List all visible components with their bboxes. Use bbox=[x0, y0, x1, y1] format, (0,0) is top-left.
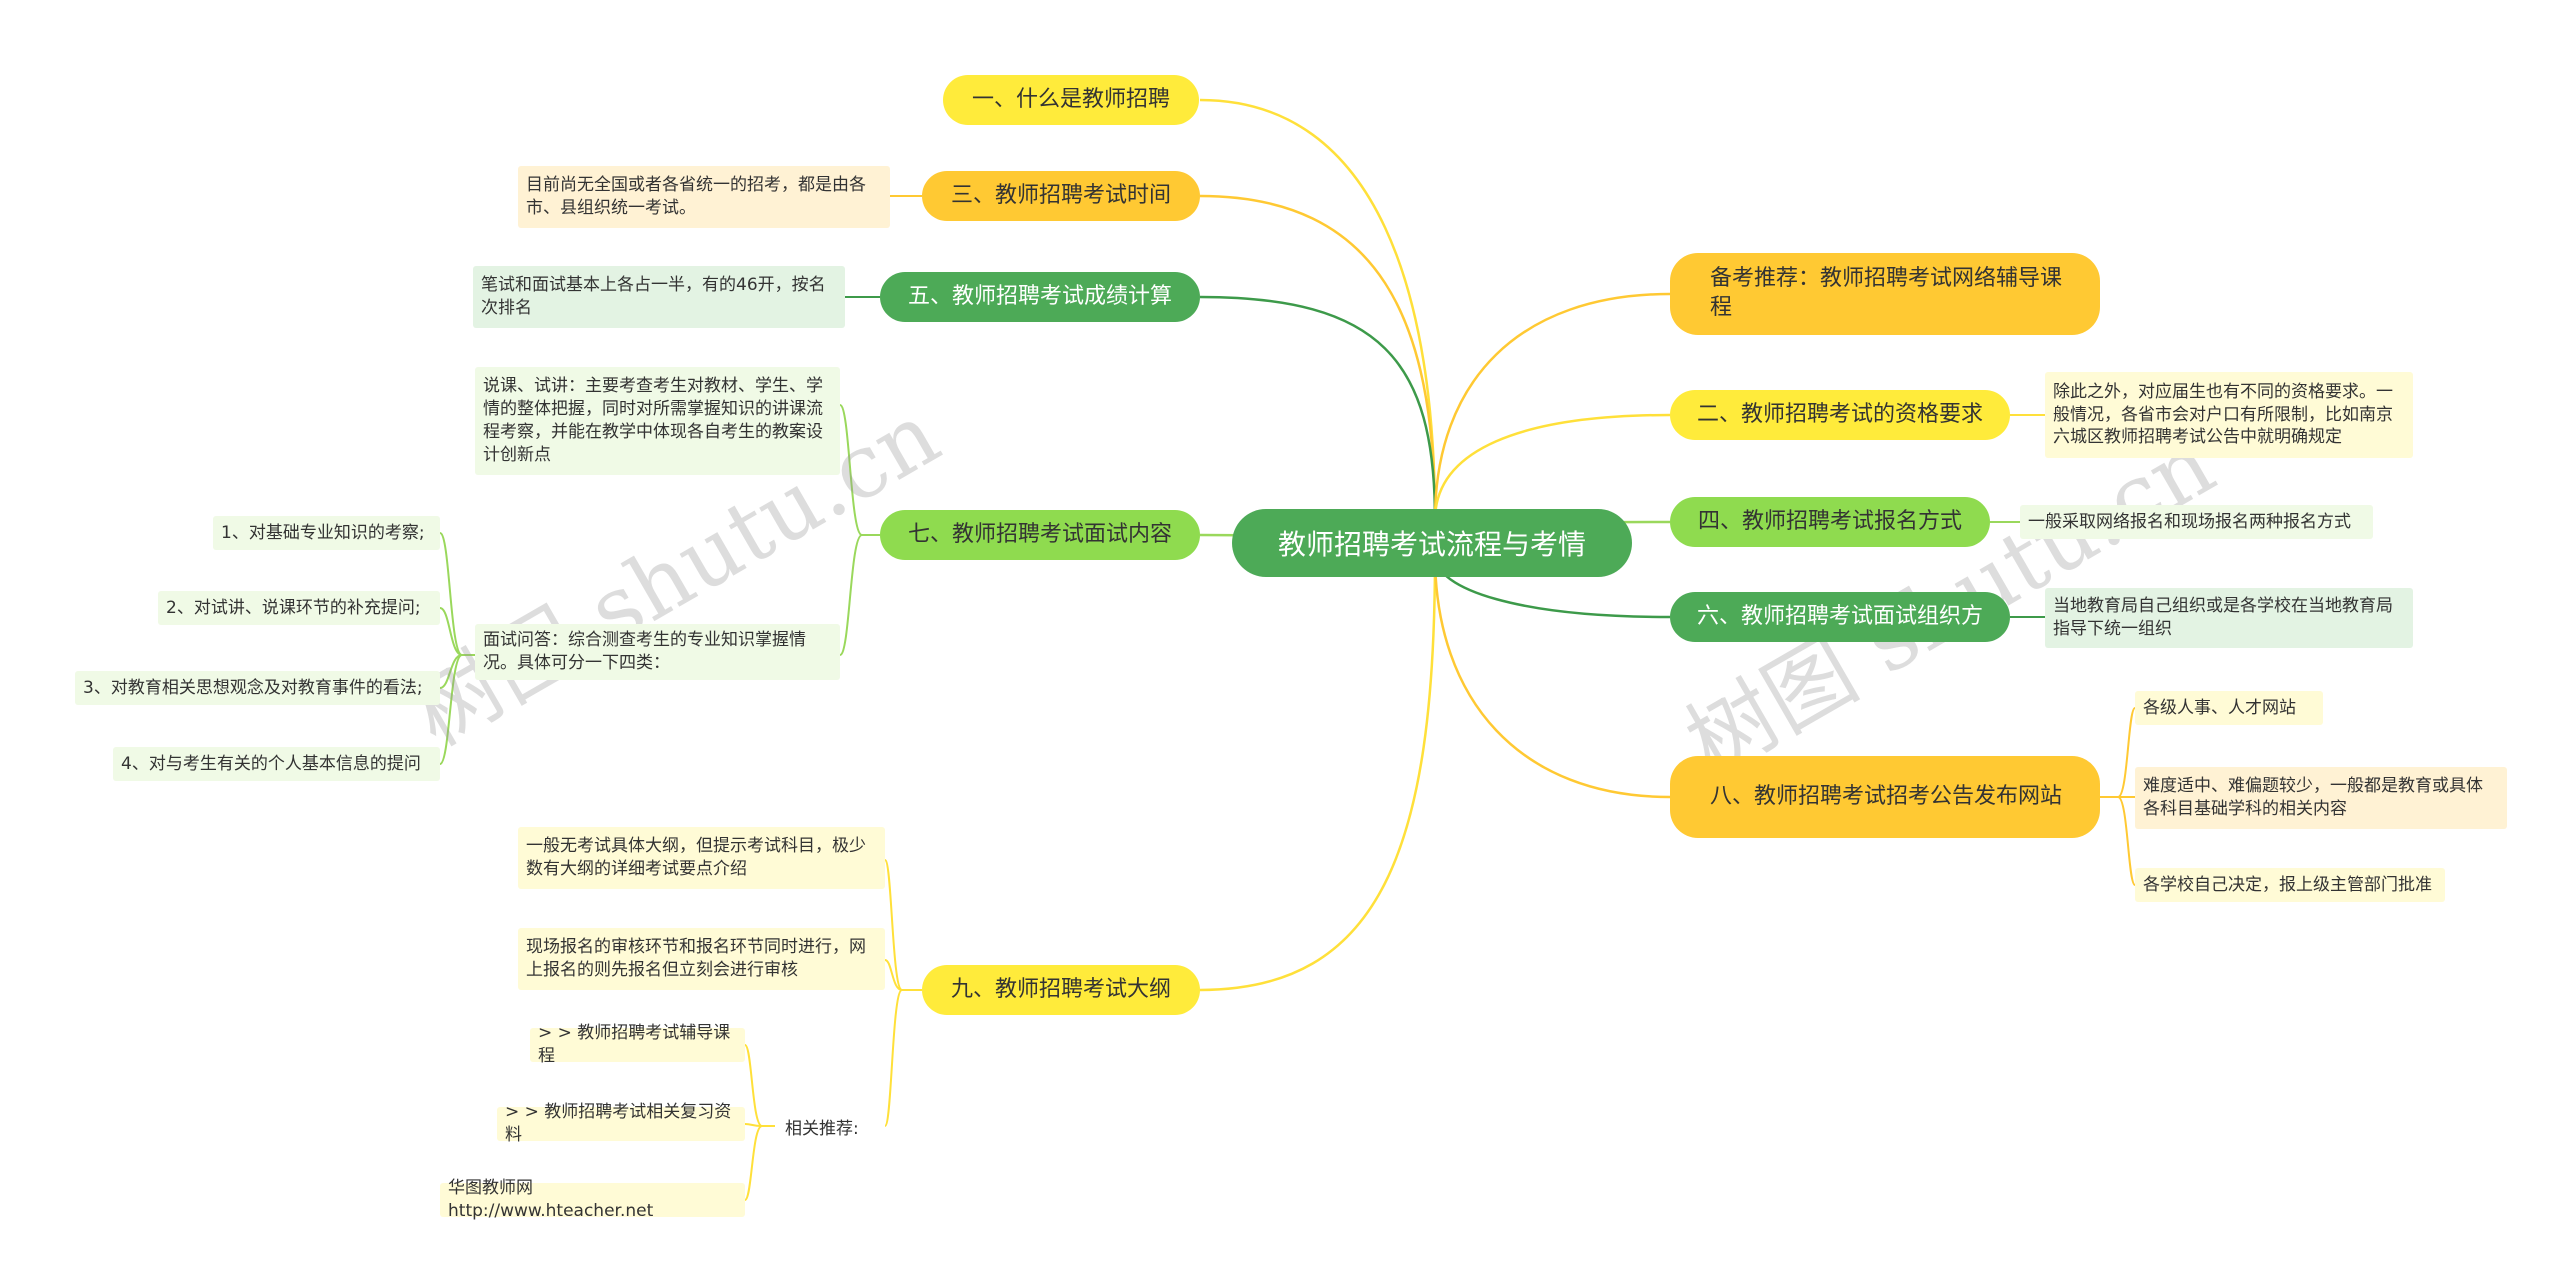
leaf-interview-sub-4: 4、对与考生有关的个人基本信息的提问 bbox=[113, 747, 440, 781]
branch-qualification[interactable]: 二、教师招聘考试的资格要求 bbox=[1670, 390, 2010, 440]
leaf-announcement-sub-3: 各学校自己决定，报上级主管部门批准 bbox=[2135, 868, 2445, 902]
leaf-registration-method-detail: 一般采取网络报名和现场报名两种报名方式 bbox=[2020, 505, 2373, 539]
leaf-interview-organizer-detail: 当地教育局自己组织或是各学校在当地教育局指导下统一组织 bbox=[2045, 588, 2413, 648]
connector-root-b8 bbox=[1433, 554, 1671, 799]
connector-root-b9 bbox=[1199, 554, 1437, 992]
leaf-announcement-sub-1: 各级人事、人才网站 bbox=[2135, 691, 2323, 725]
connector-b7-leaves bbox=[839, 404, 880, 656]
link-review-materials[interactable]: > > 教师招聘考试相关复习资料 bbox=[497, 1102, 745, 1145]
leaf-interview-sub-3: 3、对教育相关思想观念及对教育事件的看法; bbox=[75, 671, 440, 705]
label-related-recommendations: 相关推荐: bbox=[785, 1118, 859, 1139]
connector-root-b5 bbox=[1199, 295, 1437, 521]
connector-b9-sub bbox=[744, 1044, 775, 1201]
leaf-qualification-detail: 除此之外，对应届生也有不同的资格要求。一般情况，各省市会对户口有所限制，比如南京… bbox=[2045, 372, 2413, 458]
leaf-announcement-sub-2: 难度适中、难偏题较少，一般都是教育或具体各科目基础学科的相关内容 bbox=[2135, 767, 2507, 829]
branch-interview-content[interactable]: 七、教师招聘考试面试内容 bbox=[880, 510, 1200, 560]
connector-root-b2 bbox=[1433, 413, 1671, 521]
connector-b9-leaves bbox=[884, 859, 922, 1127]
link-hteacher-site[interactable]: 华图教师网http://www.hteacher.net bbox=[440, 1178, 745, 1221]
leaf-score-calculation-detail: 笔试和面试基本上各占一半，有的46开，按名次排名 bbox=[473, 266, 845, 328]
branch-prep-recommendation[interactable]: 备考推荐：教师招聘考试网络辅导课程 bbox=[1670, 253, 2100, 335]
leaf-exam-time-detail: 目前尚无全国或者各省统一的招考，都是由各市、县组织统一考试。 bbox=[518, 166, 890, 228]
connector-root-b3 bbox=[1199, 194, 1437, 521]
branch-exam-outline[interactable]: 九、教师招聘考试大纲 bbox=[922, 965, 1200, 1015]
branch-announcement-sites[interactable]: 八、教师招聘考试招考公告发布网站 bbox=[1670, 756, 2100, 838]
connector-b7-sub bbox=[439, 532, 480, 765]
leaf-interview-sub-2: 2、对试讲、说课环节的补充提问; bbox=[158, 591, 440, 625]
leaf-registration-review: 现场报名的审核环节和报名环节同时进行，网上报名的则先报名但立刻会进行审核 bbox=[518, 928, 885, 990]
leaf-interview-sub-1: 1、对基础专业知识的考察; bbox=[213, 516, 440, 550]
link-tutoring-course[interactable]: > > 教师招聘考试辅导课程 bbox=[530, 1023, 745, 1066]
leaf-lecture-trial: 说课、试讲：主要考查考生对教材、学生、学情的整体把握，同时对所需掌握知识的讲课流… bbox=[475, 367, 840, 475]
branch-registration-method[interactable]: 四、教师招聘考试报名方式 bbox=[1670, 497, 1990, 547]
connector-root-rec bbox=[1433, 292, 1671, 521]
branch-exam-time[interactable]: 三、教师招聘考试时间 bbox=[922, 171, 1200, 221]
leaf-interview-qa: 面试问答：综合测查考生的专业知识掌握情况。具体可分一下四类： bbox=[475, 624, 840, 680]
leaf-outline-detail: 一般无考试具体大纲，但提示考试科目，极少数有大纲的详细考试要点介绍 bbox=[518, 827, 885, 889]
connector-b8-sub bbox=[2100, 707, 2136, 886]
branch-score-calculation[interactable]: 五、教师招聘考试成绩计算 bbox=[880, 272, 1200, 322]
branch-interview-organizer[interactable]: 六、教师招聘考试面试组织方 bbox=[1670, 592, 2010, 642]
branch-what-is-teacher-recruitment[interactable]: 一、什么是教师招聘 bbox=[943, 75, 1199, 125]
root-topic[interactable]: 教师招聘考试流程与考情 bbox=[1232, 509, 1632, 577]
